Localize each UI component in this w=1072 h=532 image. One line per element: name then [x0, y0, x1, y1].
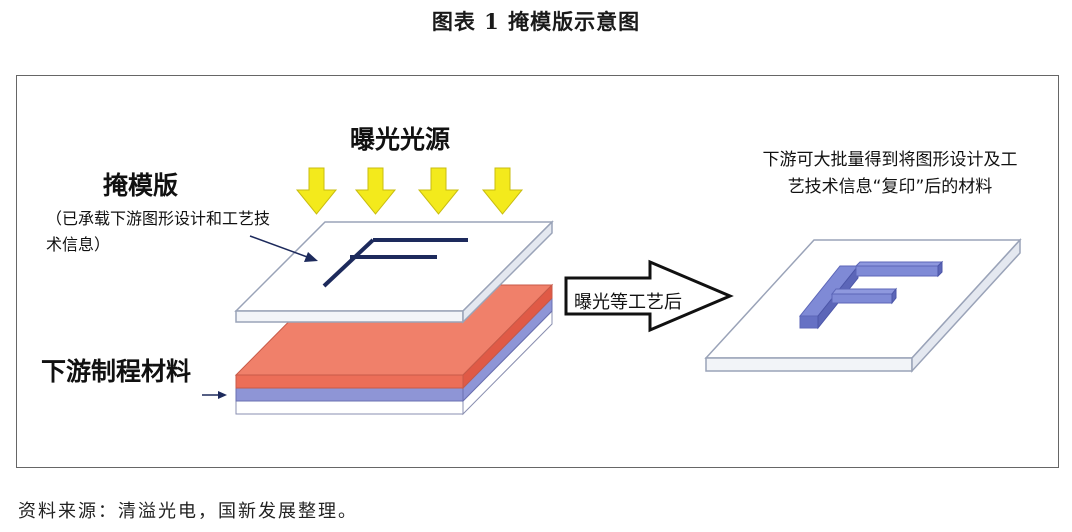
mask-plate-right	[462, 220, 553, 324]
mask-note: （已承载下游图形设计和工艺技术信息）	[46, 209, 271, 254]
material-purple-side	[235, 387, 464, 402]
mask-plate	[234, 220, 554, 324]
light-source-label: 曝光光源	[350, 125, 451, 154]
material-pointer	[202, 391, 227, 399]
mask-pointer	[249, 235, 318, 262]
light-arrow-2	[354, 167, 397, 215]
result-plate-right	[911, 238, 1021, 373]
mask-pattern-f	[322, 238, 468, 288]
downstream-material-label: 下游制程材料	[41, 357, 192, 386]
mask-label: 掩模版	[103, 171, 179, 200]
process-arrow-label: 曝光等工艺后	[574, 292, 682, 313]
figure-title: 图表 1 掩模版示意图	[431, 9, 641, 34]
material-red-side	[235, 374, 464, 389]
material-bottom-side	[235, 400, 464, 415]
light-arrow-4	[481, 167, 524, 215]
result-plate-side	[705, 357, 913, 372]
result-note: 下游可大批量得到将图形设计及工艺技术信息“复印”后的材料	[762, 150, 1018, 197]
process-arrow	[564, 259, 734, 333]
source-note: 资料来源：清溢光电，国新发展整理。	[18, 501, 358, 522]
mask-plate-side	[235, 310, 464, 323]
result-plate	[704, 238, 1022, 373]
light-arrow-3	[417, 167, 460, 215]
light-arrow-1	[295, 167, 338, 215]
material-red-right	[462, 283, 553, 390]
light-arrows	[295, 167, 524, 215]
result-letter-f	[798, 260, 944, 330]
diagram-frame	[16, 75, 1059, 468]
